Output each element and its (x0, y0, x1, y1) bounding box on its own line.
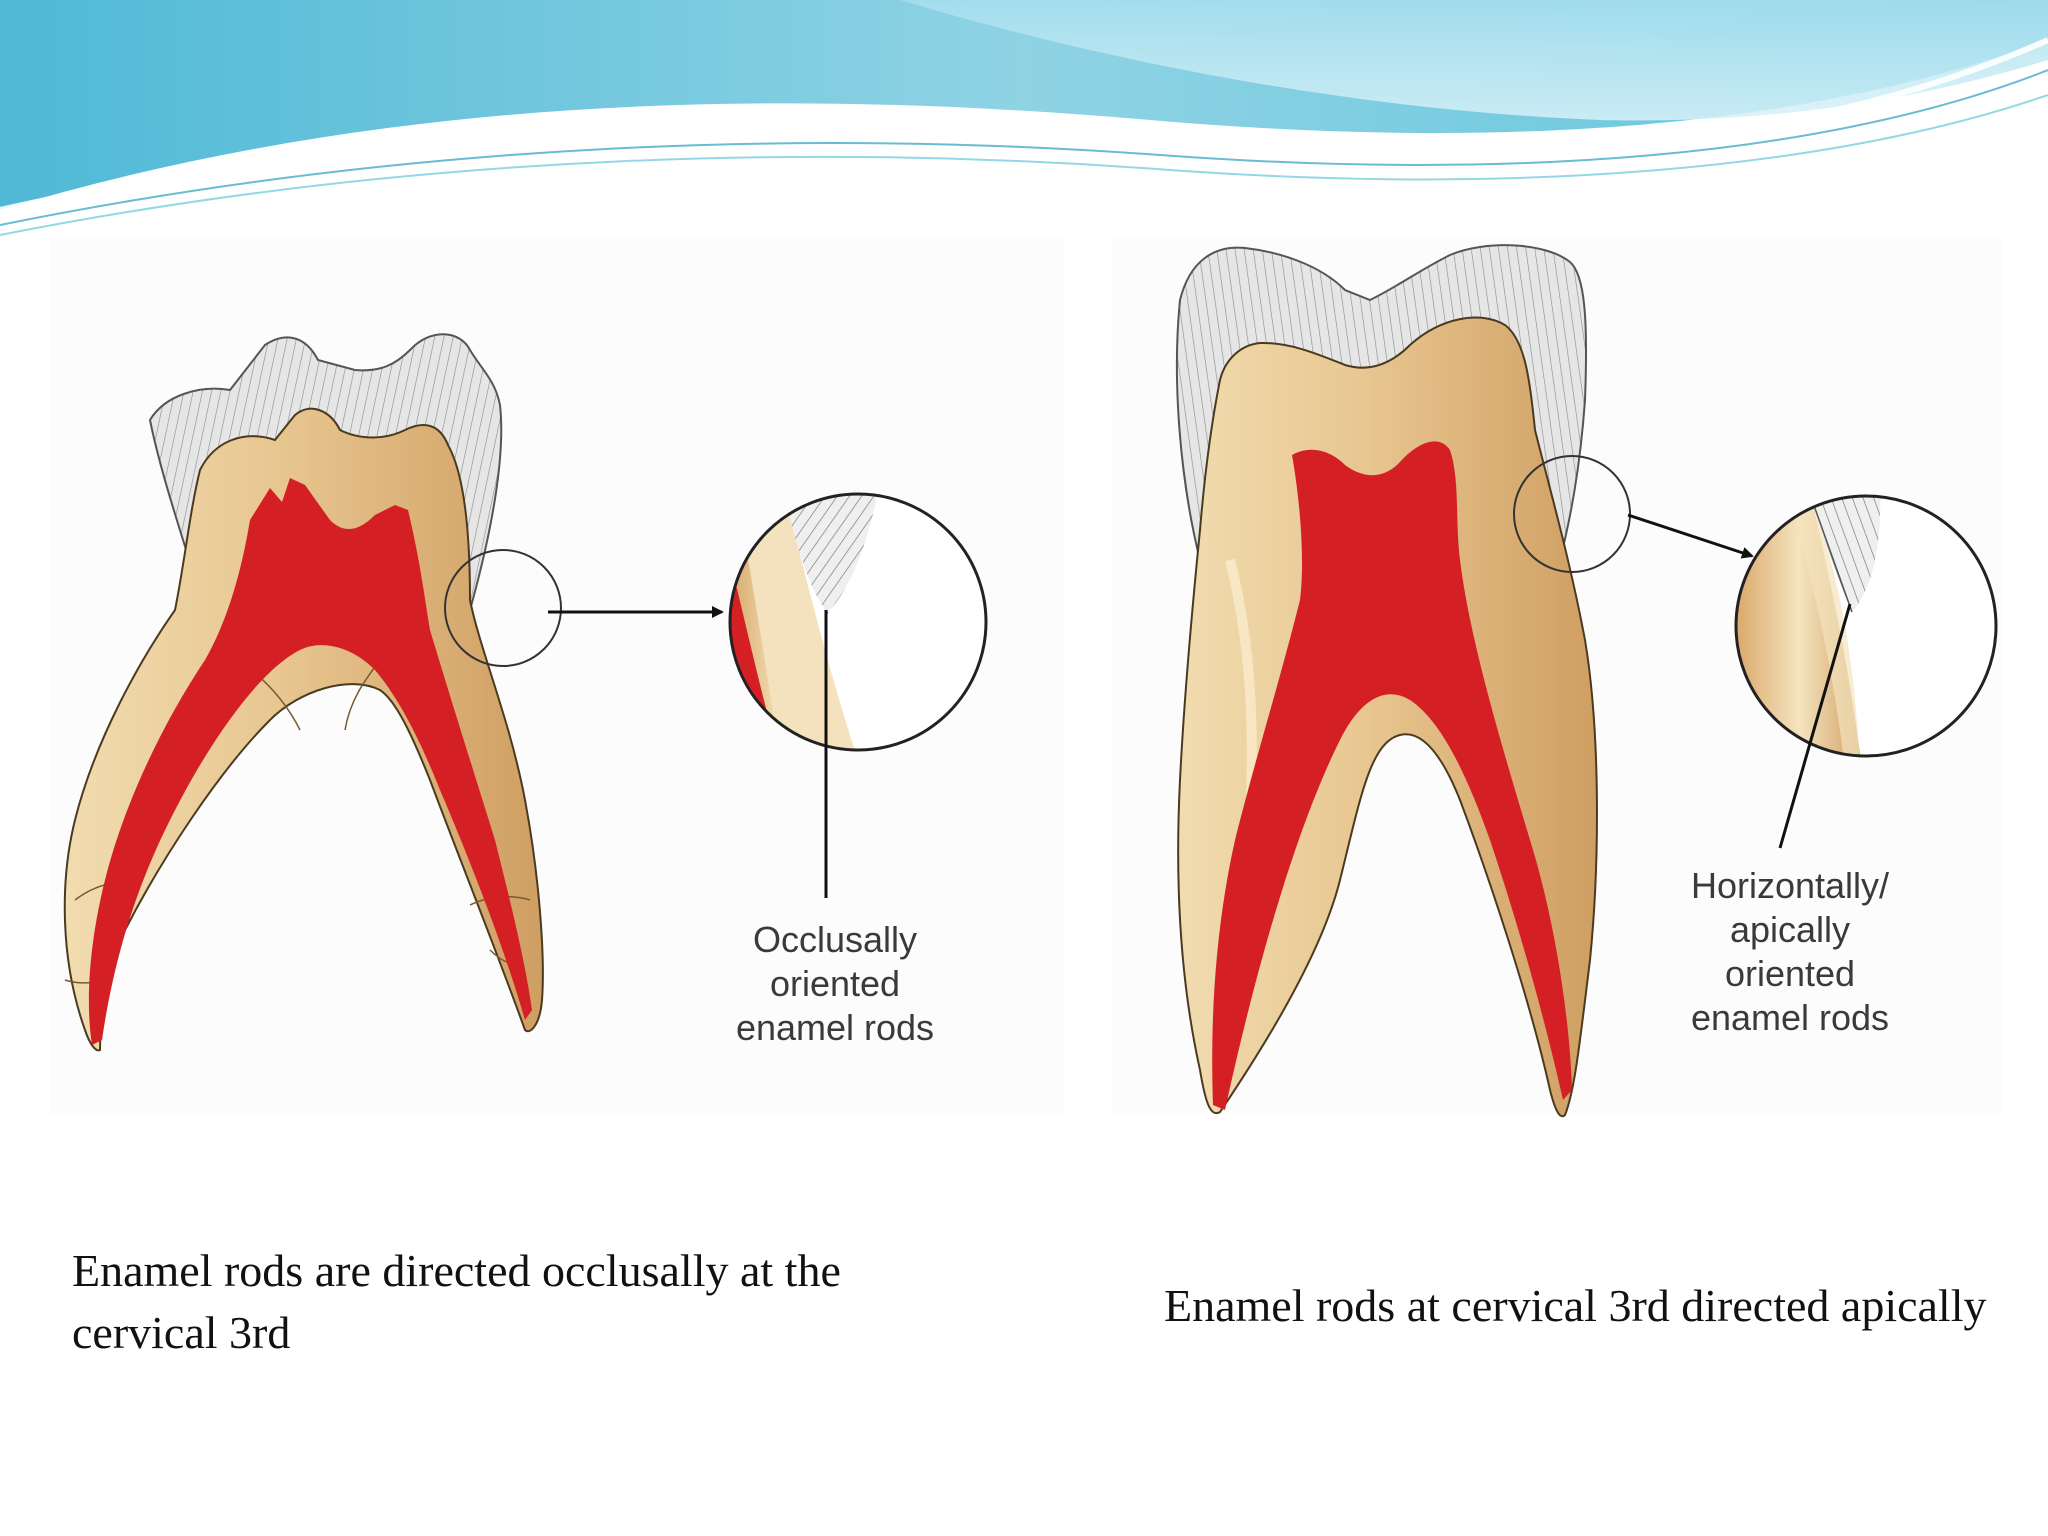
right-tooth-dentin (1177, 316, 1598, 1118)
right-tooth-pulp (1212, 441, 1572, 1110)
left-tooth (63, 333, 544, 1052)
callout-label-apical-text: Horizontally/ apically oriented enamel r… (1690, 865, 1890, 1038)
left-tooth-dentin (63, 407, 544, 1052)
caption-left: Enamel rods are directed occlusally at t… (72, 1245, 841, 1358)
callout-label-occlusal-rods: Occlusally oriented enamel rods (690, 918, 980, 1050)
callout-label-apical-rods: Horizontally/ apically oriented enamel r… (1640, 864, 1940, 1040)
callout-label-occlusal-text: Occlusally oriented enamel rods (735, 919, 935, 1048)
right-tooth (1175, 244, 1598, 1118)
left-magnified-view (444, 492, 988, 898)
right-magnified-view (1513, 455, 1998, 849)
header-wave (0, 0, 2048, 236)
caption-right: Enamel rods at cervical 3rd directed api… (1164, 1280, 1987, 1331)
left-tooth-pulp (88, 478, 532, 1045)
